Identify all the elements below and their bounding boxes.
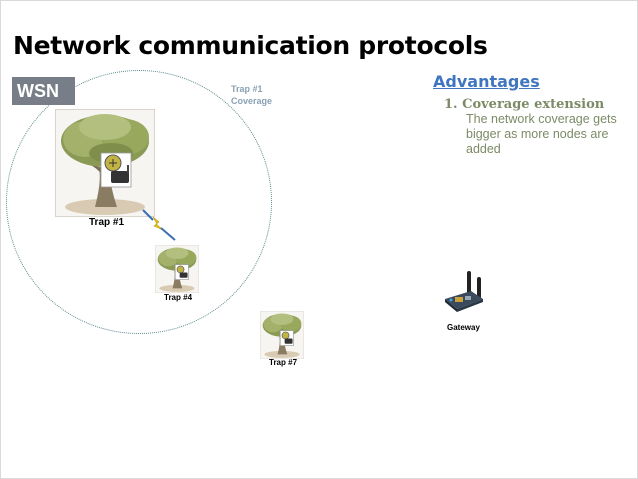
coverage-caption-line2: Coverage bbox=[231, 96, 273, 106]
advantages-heading: Advantages bbox=[433, 72, 540, 91]
advantage-item-text: The network coverage gets bigger as more… bbox=[466, 112, 617, 156]
coverage-caption-line1: Trap #1 bbox=[231, 84, 263, 94]
coverage-caption: Trap #1 Coverage bbox=[231, 83, 272, 107]
slide-title: Network communication protocols bbox=[13, 31, 488, 60]
advantage-item-title: 1. Coverage extension bbox=[444, 97, 605, 112]
trap1-coverage-circle bbox=[6, 70, 272, 334]
wireless-link-icon bbox=[142, 209, 176, 241]
trap7-tree-icon bbox=[260, 311, 304, 359]
wsn-badge: WSN bbox=[12, 77, 75, 105]
trap7-label: Trap #7 bbox=[269, 358, 298, 367]
trap1-label: Trap #1 bbox=[89, 217, 125, 228]
trap4-label: Trap #4 bbox=[164, 293, 193, 302]
trap4-tree-icon bbox=[155, 245, 199, 293]
trap1-tree-icon bbox=[55, 109, 155, 217]
gateway-label: Gateway bbox=[447, 323, 480, 332]
gateway-device-icon bbox=[445, 271, 483, 312]
